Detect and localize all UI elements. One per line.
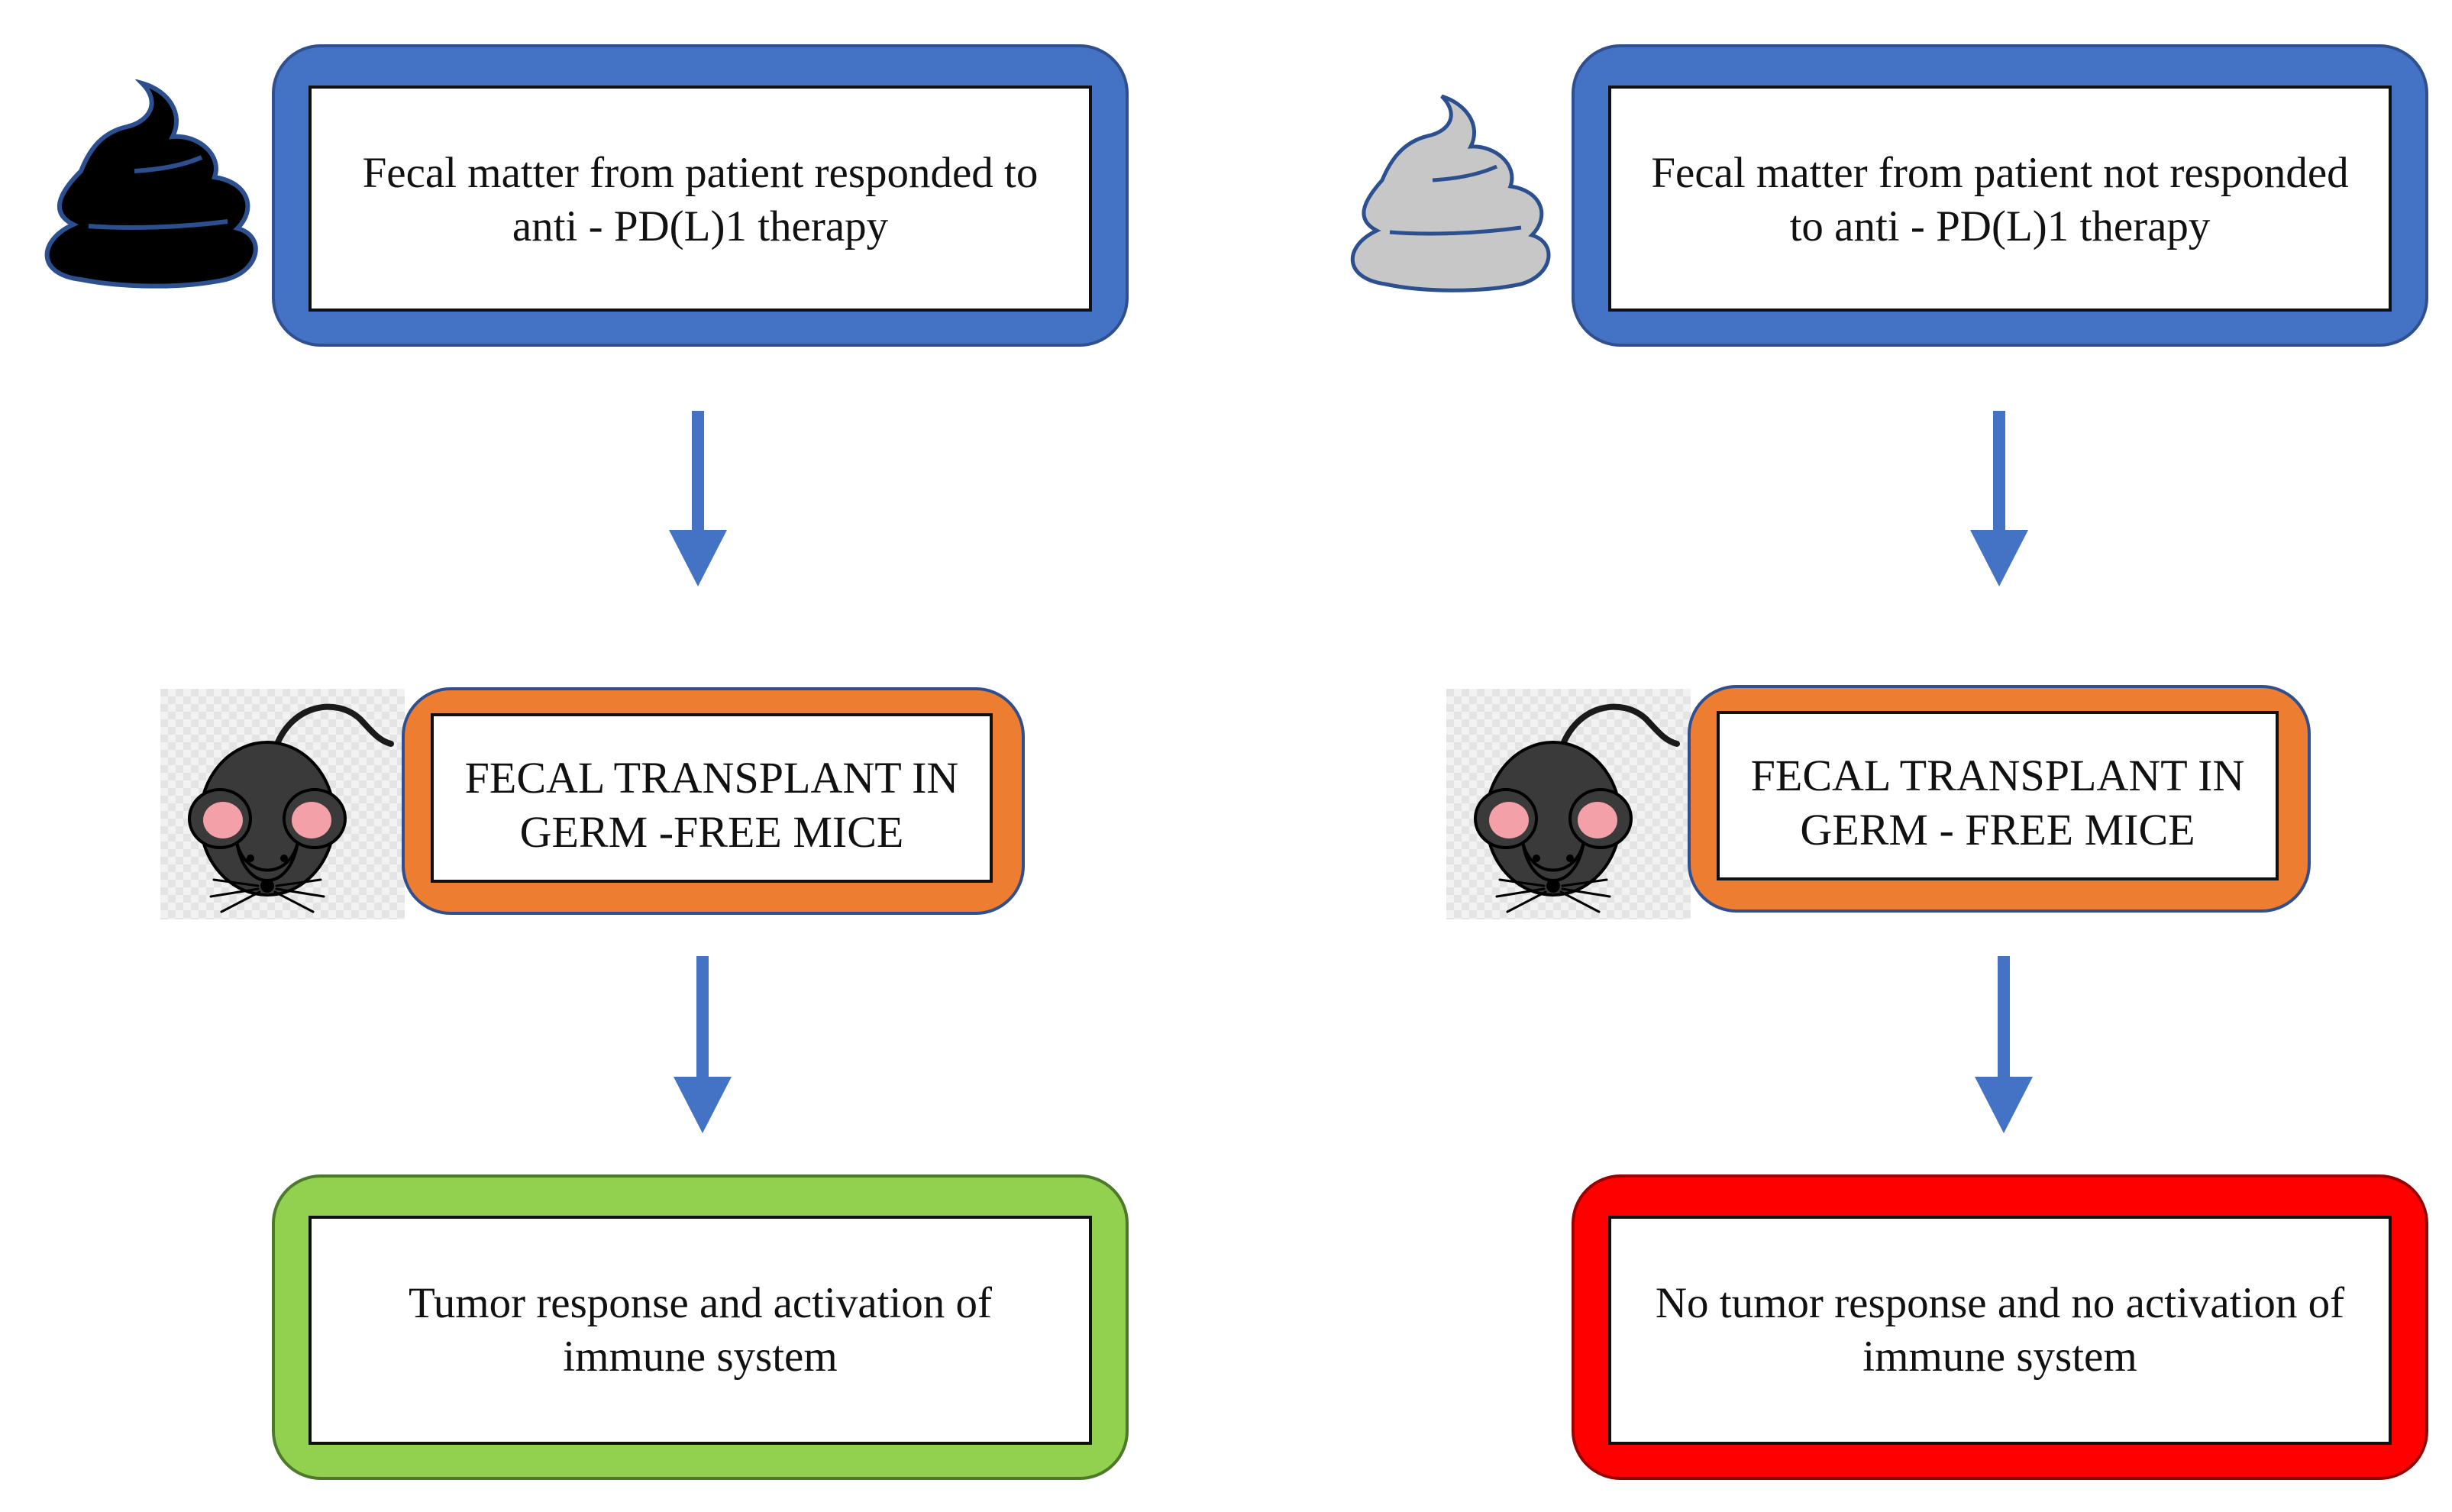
node-label: Tumor response and activation of immune …: [408, 1279, 993, 1381]
node-label: FECAL TRANSPLANT IN GERM - FREE MICE: [1750, 751, 2245, 855]
node-label: Fecal matter from patient not responded …: [1651, 149, 2349, 250]
node-inner-frame: FECAL TRANSPLANT IN GERM - FREE MICE: [1717, 711, 2279, 880]
node-inner-frame: Tumor response and activation of immune …: [309, 1216, 1092, 1445]
node-label: FECAL TRANSPLANT IN GERM -FREE MICE: [464, 753, 959, 857]
node-no-tumor-response: No tumor response and no activation of i…: [1572, 1174, 2428, 1480]
node-tumor-response: Tumor response and activation of immune …: [272, 1174, 1129, 1480]
stool-light-icon: [1350, 94, 1551, 292]
node-transplant-left: FECAL TRANSPLANT IN GERM -FREE MICE: [402, 687, 1025, 915]
arrow-down-icon: [674, 956, 732, 1133]
mouse-icon: [1446, 689, 1691, 919]
stool-dark-icon: [44, 79, 258, 289]
node-nonresponder-fecal-matter: Fecal matter from patient not responded …: [1572, 44, 2428, 347]
node-inner-frame: Fecal matter from patient not responded …: [1608, 86, 2392, 312]
arrow-down-icon: [669, 411, 727, 586]
arrow-down-icon: [1975, 956, 2033, 1133]
node-inner-frame: Fecal matter from patient responded to a…: [309, 86, 1092, 312]
node-label: Fecal matter from patient responded to a…: [362, 149, 1039, 250]
node-label: No tumor response and no activation of i…: [1655, 1279, 2345, 1381]
node-inner-frame: FECAL TRANSPLANT IN GERM -FREE MICE: [431, 713, 993, 883]
mouse-icon: [160, 689, 405, 919]
node-responder-fecal-matter: Fecal matter from patient responded to a…: [272, 44, 1129, 347]
node-transplant-right: FECAL TRANSPLANT IN GERM - FREE MICE: [1688, 685, 2311, 913]
node-inner-frame: No tumor response and no activation of i…: [1608, 1216, 2392, 1445]
arrow-down-icon: [1970, 411, 2028, 586]
